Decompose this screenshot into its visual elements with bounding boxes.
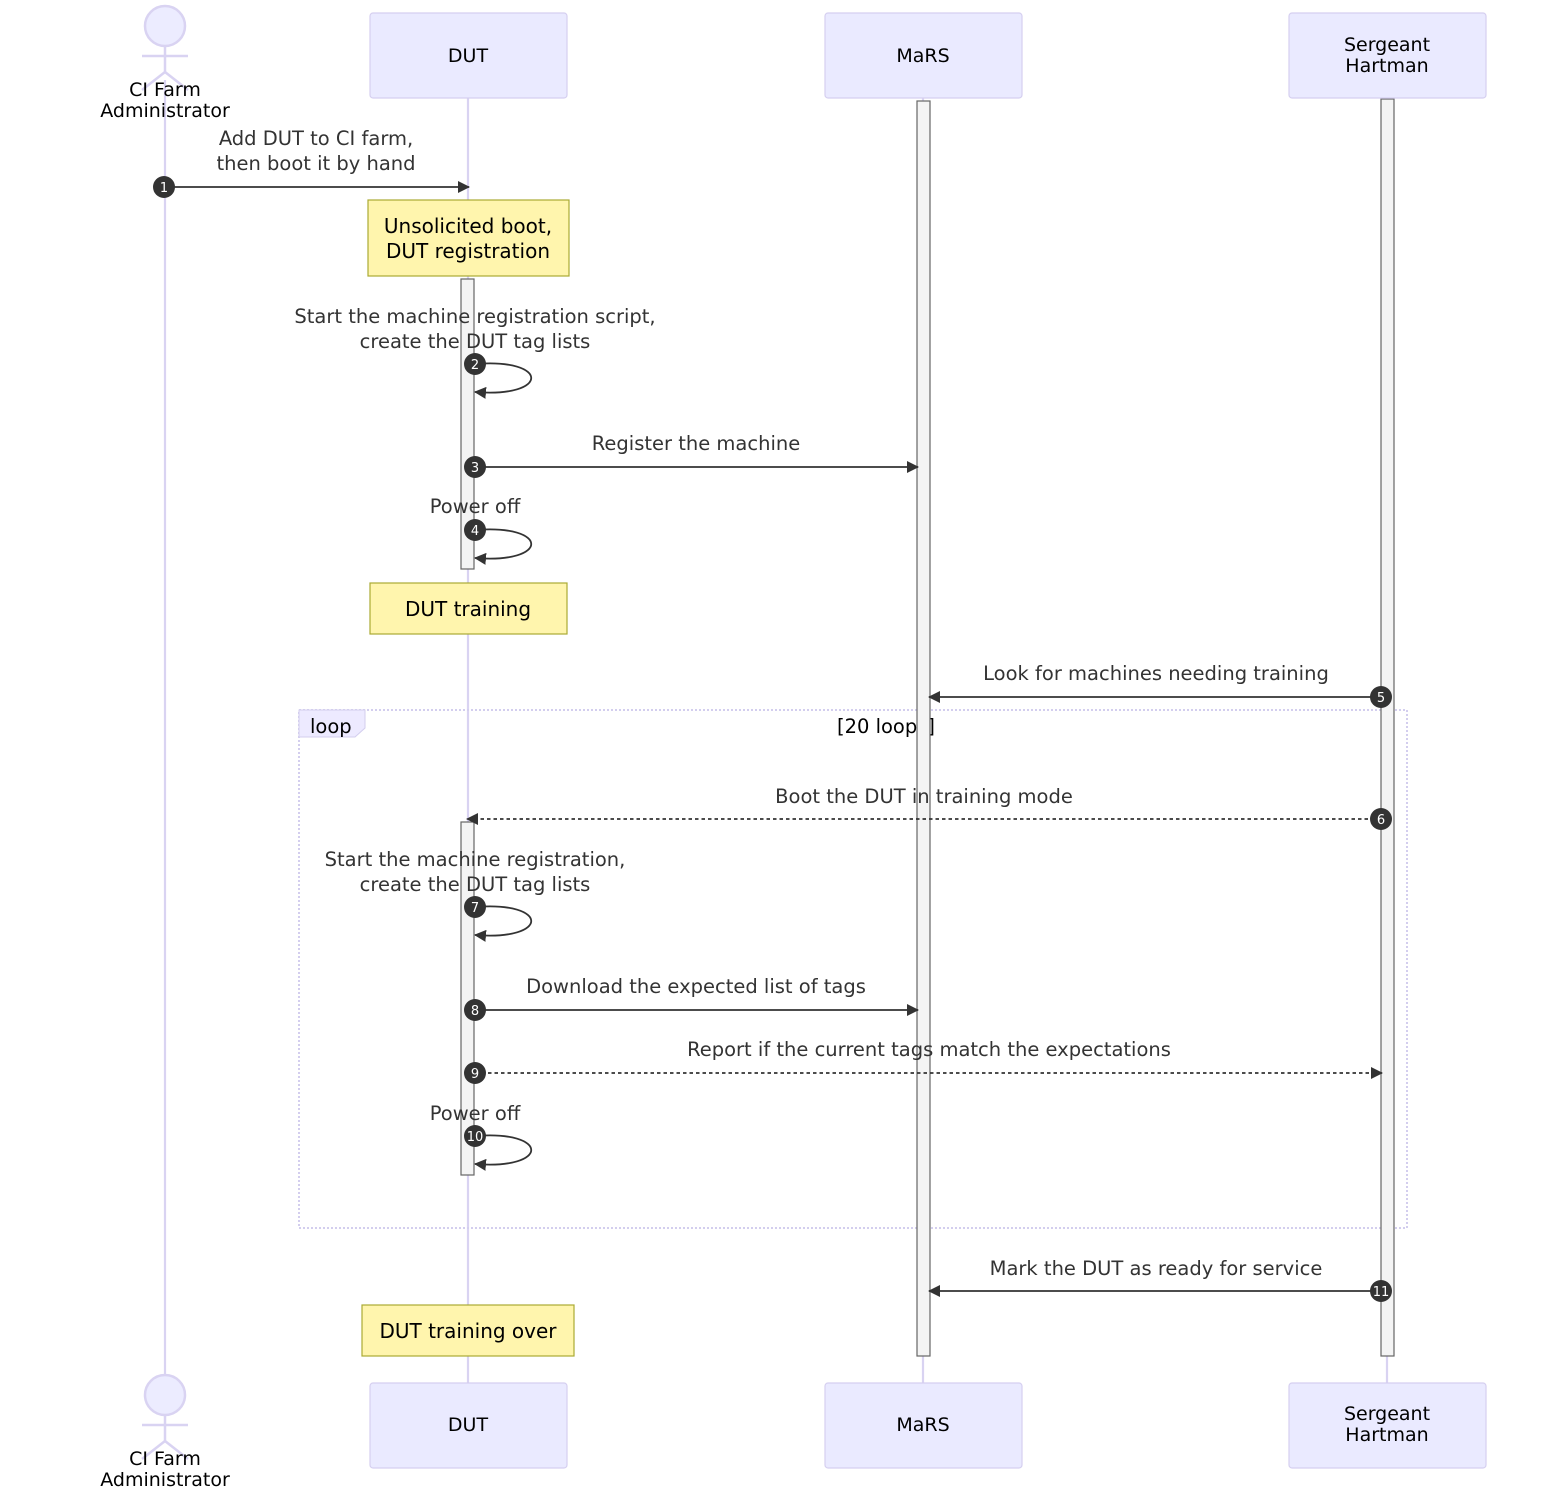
participant-sergeant-bottom-label-line2: Hartman — [1345, 1424, 1428, 1446]
sequence-number-3 — [464, 456, 486, 478]
participant-dut-top: DUT — [369, 12, 568, 99]
sequence-number-4-text: 4 — [471, 524, 479, 539]
sequence-number-8-text: 8 — [471, 1004, 479, 1019]
participant-dut-bottom: DUT — [369, 1382, 568, 1469]
message-4-label: Power off — [430, 495, 521, 518]
sequence-number-1-text: 1 — [160, 181, 168, 196]
sequence-number-2 — [464, 353, 486, 375]
participant-dut-bottom-label: DUT — [448, 1414, 489, 1436]
message-9: Report if the current tags match the exp… — [464, 1038, 1383, 1084]
loop-frame: loop [20 loops] — [298, 709, 1408, 1229]
message-1: Add DUT to CI farm, then boot it by hand… — [153, 127, 470, 198]
actor-admin-bottom-label-line1: CI Farm — [129, 1448, 201, 1470]
message-8: Download the expected list of tags 8 — [464, 975, 919, 1021]
activation-sergeant — [1380, 98, 1395, 1357]
participant-sergeant-label-line1: Sergeant — [1344, 34, 1430, 56]
participant-mars-bottom: MaRS — [824, 1382, 1023, 1469]
message-11-label: Mark the DUT as ready for service — [990, 1257, 1323, 1280]
note-dut-training: DUT training — [369, 582, 568, 635]
participant-sergeant-bottom-label-line1: Sergeant — [1344, 1403, 1430, 1425]
message-3: Register the machine 3 — [464, 432, 919, 478]
actor-admin-bottom: CI Farm Administrator — [100, 1373, 230, 1491]
message-1-label-line2: then boot it by hand — [216, 152, 415, 175]
note-unsolicited-boot-line1: Unsolicited boot, — [384, 214, 552, 238]
activation-mars — [916, 100, 931, 1357]
message-7: Start the machine registration, create t… — [325, 848, 626, 942]
note-unsolicited-boot-line2: DUT registration — [386, 239, 550, 263]
actor-admin-top: CI Farm Administrator — [100, 4, 230, 122]
sequence-number-11 — [1370, 1280, 1392, 1302]
message-10-label: Power off — [430, 1102, 521, 1125]
sequence-number-10-text: 10 — [467, 1130, 484, 1145]
sequence-number-6 — [1370, 808, 1392, 830]
note-unsolicited-boot: Unsolicited boot, DUT registration — [367, 199, 570, 277]
note-dut-training-over-text: DUT training over — [379, 1319, 557, 1343]
participant-dut-label: DUT — [448, 45, 489, 67]
sequence-number-6-text: 6 — [1377, 813, 1385, 828]
participant-sergeant-bottom: Sergeant Hartman — [1288, 1382, 1487, 1469]
participant-mars-label: MaRS — [896, 45, 949, 67]
sequence-number-1 — [153, 176, 175, 198]
actor-admin-label-line2: Administrator — [100, 100, 230, 122]
loop-condition: [20 loops] — [837, 715, 935, 738]
message-2-label-line1: Start the machine registration script, — [294, 305, 655, 328]
participant-mars-bottom-label: MaRS — [896, 1414, 949, 1436]
sequence-number-9-text: 9 — [471, 1067, 479, 1082]
message-4: Power off 4 — [430, 495, 533, 565]
actor-admin-label-line1: CI Farm — [129, 79, 201, 101]
message-2: Start the machine registration script, c… — [294, 305, 656, 399]
message-1-label-line1: Add DUT to CI farm, — [219, 127, 413, 150]
sequence-number-2-text: 2 — [471, 358, 479, 373]
loop-keyword: loop — [310, 715, 352, 738]
note-dut-training-over: DUT training over — [361, 1304, 575, 1357]
message-7-label-line1: Start the machine registration, — [325, 848, 626, 871]
message-10: Power off 10 — [430, 1102, 533, 1171]
sequence-number-4 — [464, 519, 486, 541]
message-9-label: Report if the current tags match the exp… — [687, 1038, 1171, 1061]
sequence-number-7 — [464, 896, 486, 918]
participant-mars-top: MaRS — [824, 12, 1023, 99]
activation-dut-registration — [460, 278, 475, 570]
message-3-label: Register the machine — [592, 432, 800, 455]
sequence-number-8 — [464, 999, 486, 1021]
actor-admin-bottom-label-line2: Administrator — [100, 1469, 230, 1491]
sequence-number-9 — [464, 1062, 486, 1084]
participant-sergeant-top: Sergeant Hartman — [1288, 12, 1487, 99]
sequence-number-11-text: 11 — [1373, 1285, 1390, 1300]
note-dut-training-text: DUT training — [405, 597, 531, 621]
sequence-number-3-text: 3 — [471, 461, 479, 476]
sequence-number-7-text: 7 — [471, 901, 479, 916]
message-6: Boot the DUT in training mode 6 — [466, 785, 1392, 830]
participant-sergeant-label-line2: Hartman — [1345, 55, 1428, 77]
message-2-label-line2: create the DUT tag lists — [360, 330, 591, 353]
message-5-label: Look for machines needing training — [983, 662, 1329, 685]
message-5: Look for machines needing training 5 — [928, 662, 1392, 708]
sequence-number-5 — [1370, 686, 1392, 708]
message-11: Mark the DUT as ready for service 11 — [928, 1257, 1392, 1302]
message-7-label-line2: create the DUT tag lists — [360, 873, 591, 896]
sequence-number-5-text: 5 — [1377, 691, 1385, 706]
message-8-label: Download the expected list of tags — [526, 975, 866, 998]
message-6-label: Boot the DUT in training mode — [775, 785, 1073, 808]
sequence-number-10 — [464, 1125, 486, 1147]
